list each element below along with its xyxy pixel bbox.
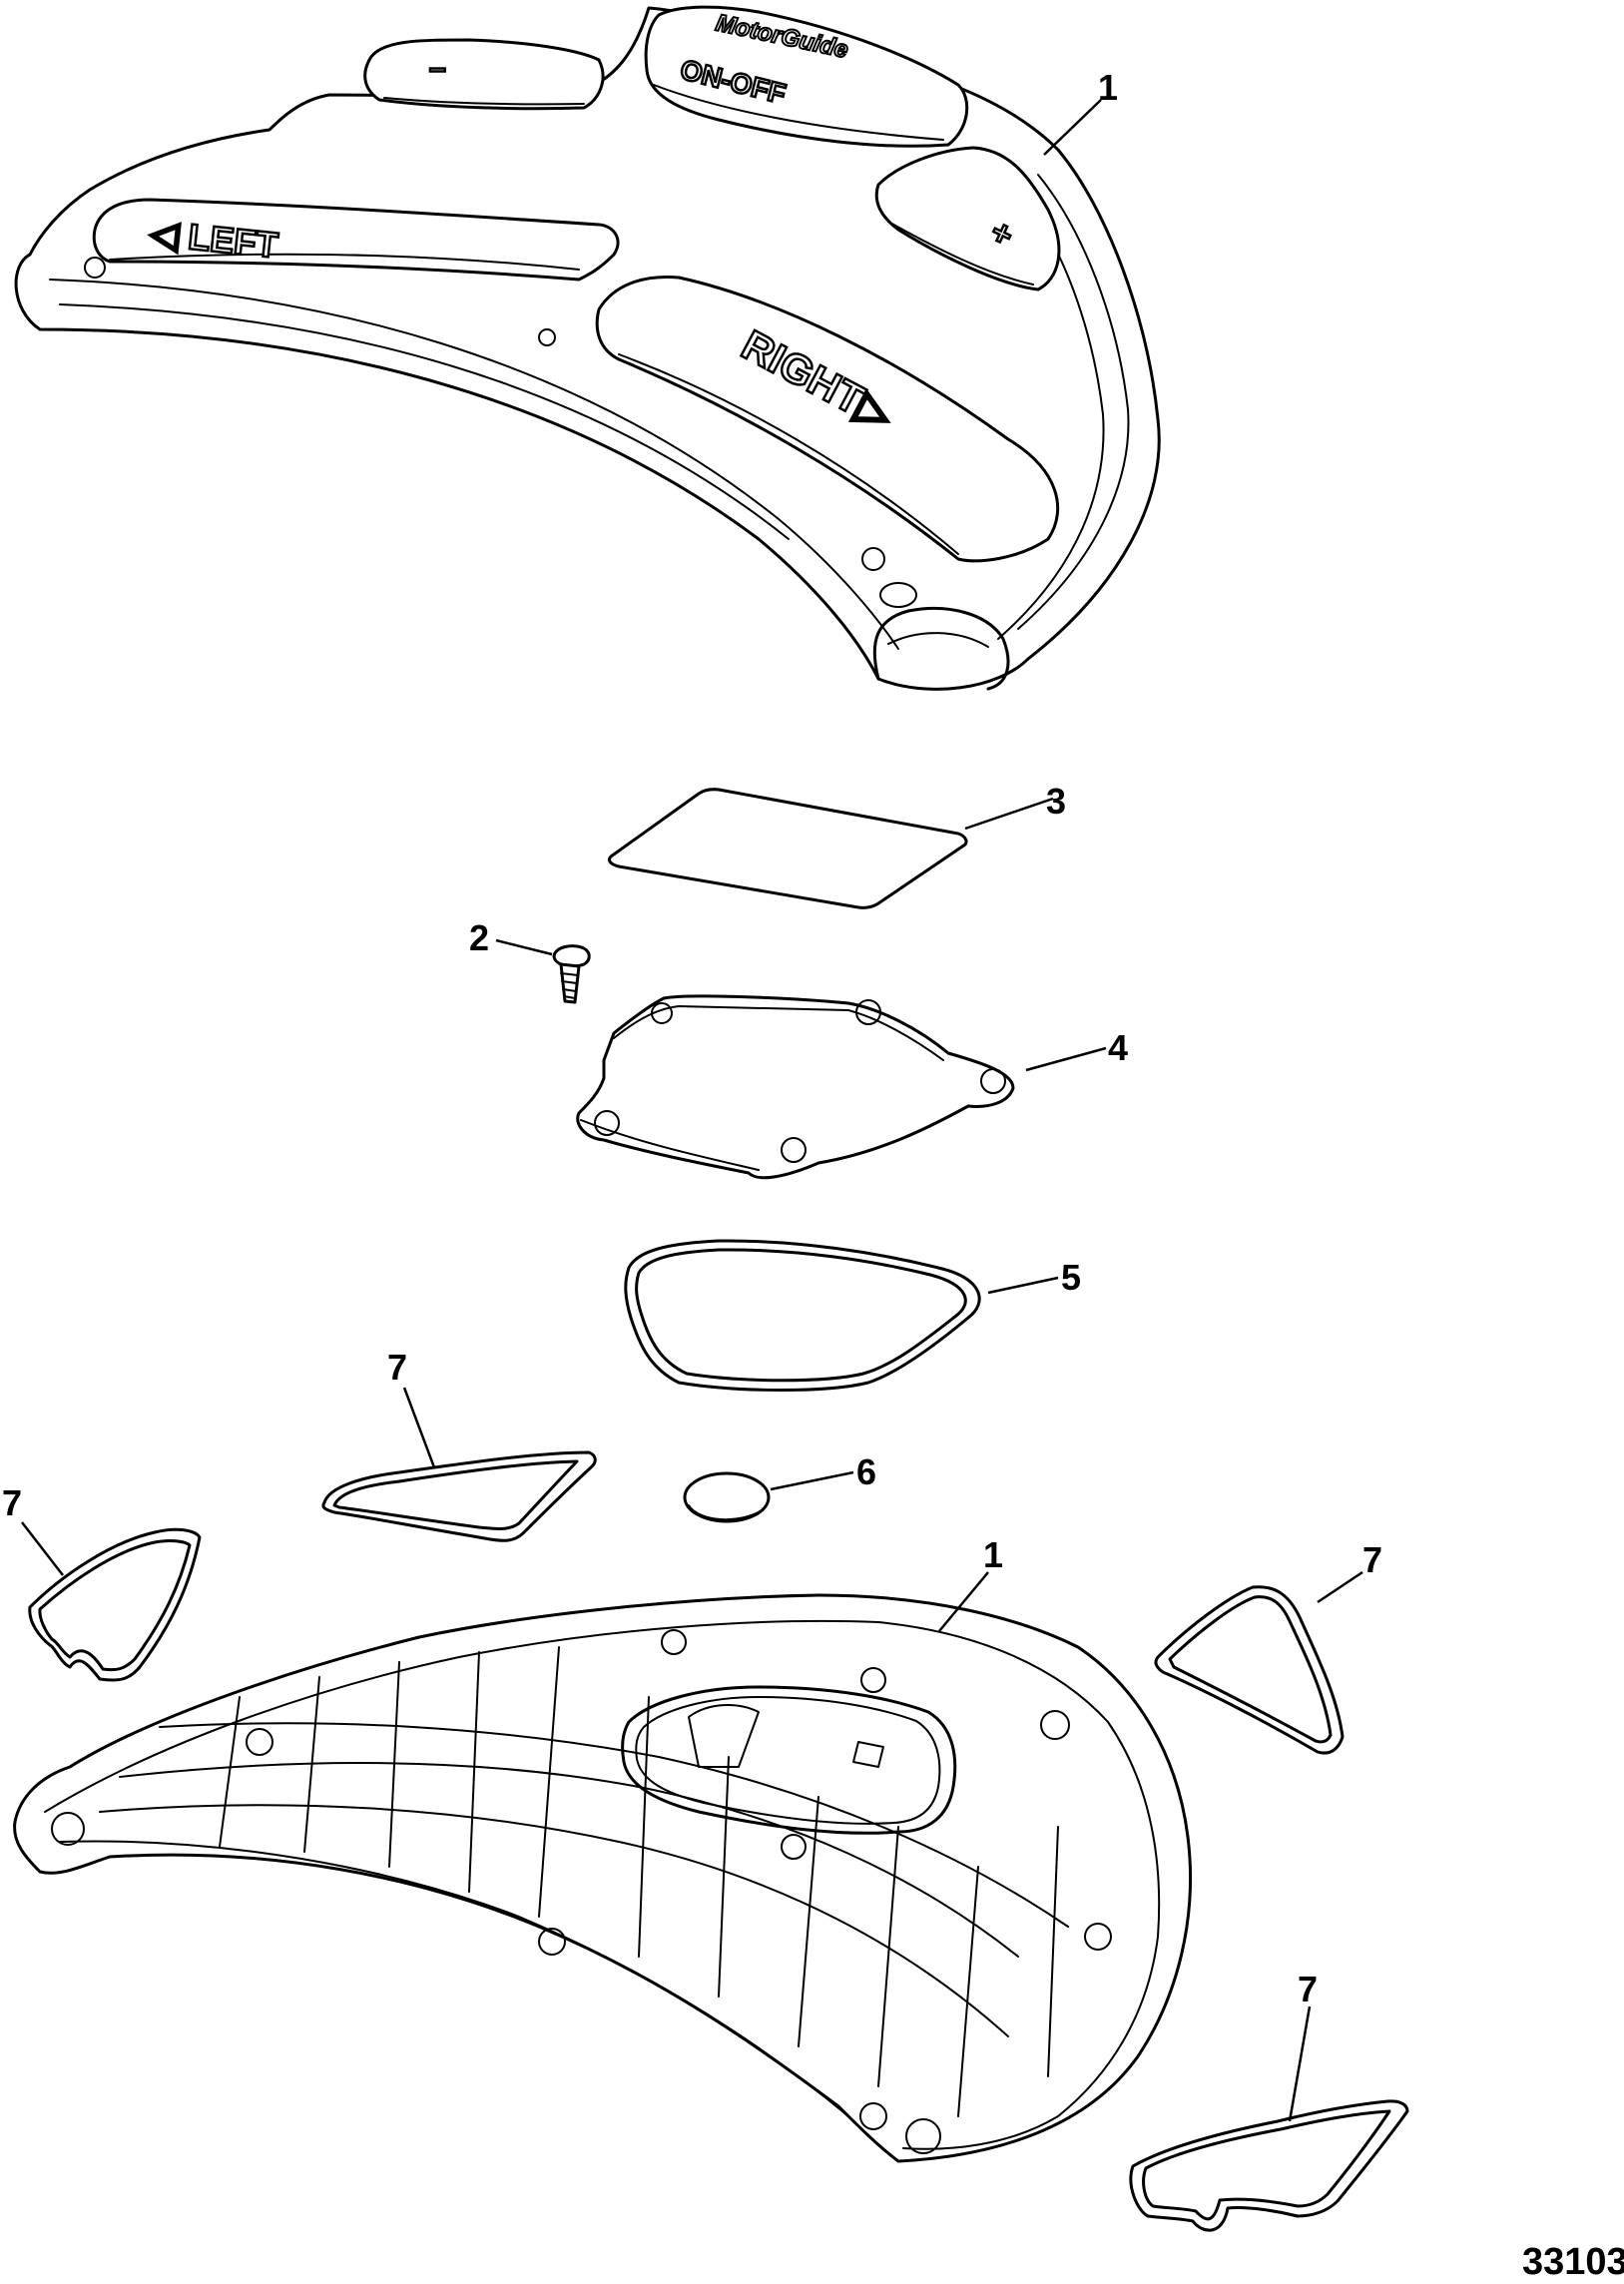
gasket-ring — [624, 1239, 981, 1392]
minus-button-label: – — [429, 52, 446, 85]
callout-3: 3 — [1046, 781, 1066, 822]
screw — [552, 944, 591, 1004]
bottom-housing — [13, 1593, 1193, 2163]
foot-pad-left — [28, 1527, 202, 1682]
battery-disc — [683, 1471, 771, 1523]
callout-5: 5 — [1061, 1257, 1081, 1298]
label-sticker — [607, 788, 968, 909]
callout-7-d: 7 — [1298, 1969, 1318, 2009]
callout-7-c: 7 — [1362, 1539, 1382, 1580]
callout-7-a: 7 — [387, 1347, 407, 1388]
callouts: 1 3 2 4 5 6 7 7 1 7 7 — [2, 67, 1382, 2122]
top-cover: ◁ LEFT RIGHT▷ – MotorGuide ON-OFF + — [14, 5, 1161, 691]
callout-4: 4 — [1108, 1027, 1128, 1068]
callout-1-top: 1 — [1098, 67, 1118, 108]
callout-2: 2 — [469, 917, 489, 958]
callout-6: 6 — [856, 1451, 876, 1492]
callout-1-bottom: 1 — [983, 1534, 1003, 1575]
cover-plate — [576, 994, 1015, 1180]
foot-pad-right — [1154, 1585, 1345, 1755]
foot-pad-bottom-right — [1129, 2099, 1409, 2232]
callout-7-b: 7 — [2, 1482, 22, 1523]
figure-id: 33103 — [1522, 2241, 1624, 2283]
foot-pad-top-center — [321, 1450, 597, 1542]
